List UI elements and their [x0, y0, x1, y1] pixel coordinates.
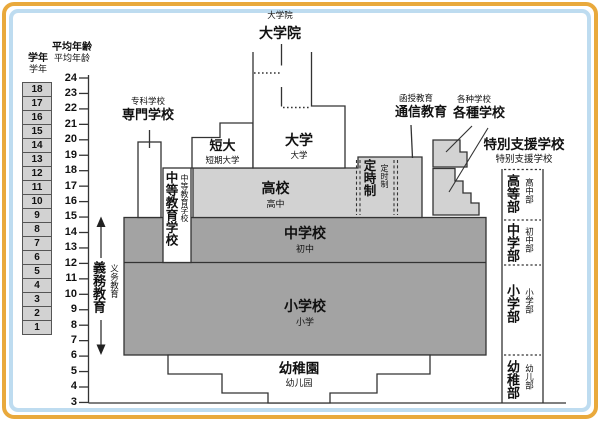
university-shape: [252, 52, 346, 169]
age-label: 13: [64, 241, 77, 254]
misc-school-upper-shape: [432, 139, 468, 168]
part-time-label-jp: 定時制: [361, 159, 376, 197]
age-label: 24: [64, 71, 77, 84]
kindergarten-label-jp: 幼稚園: [278, 361, 320, 376]
age-label: 15: [64, 210, 77, 223]
special-support-label-jp: 特別支援学校: [483, 137, 565, 152]
grade-box: 8: [22, 222, 52, 237]
grade-box: 3: [22, 292, 52, 307]
special-section-high-jp: 高等部: [505, 174, 520, 213]
grade-header-cn: 学年: [28, 64, 47, 74]
grade-box: 1: [22, 320, 52, 335]
elementary-label-jp: 小学校: [284, 298, 326, 314]
graduate-school-label-jp: 大学院: [259, 25, 301, 41]
misc-school-lower-shape: [432, 167, 480, 216]
grade-box: 13: [22, 152, 52, 167]
age-label: 17: [64, 179, 77, 192]
misc-schools-label-cn: 各种学校: [456, 94, 491, 104]
age-label: 3: [70, 395, 77, 408]
age-label: 4: [70, 380, 77, 393]
high-school-label-jp: 高校: [261, 180, 290, 196]
correspondence-pointer: [410, 124, 414, 159]
age-label: 14: [64, 225, 77, 238]
university-label-jp: 大学: [285, 132, 313, 148]
age-label: 6: [70, 349, 77, 362]
grade-box: 15: [22, 124, 52, 139]
age-label: 21: [64, 117, 77, 130]
correspondence-label-jp: 通信教育: [394, 104, 447, 119]
age-label: 16: [64, 195, 77, 207]
kindergarten-label-cn: 幼儿园: [285, 378, 313, 388]
high-school-band: [192, 156, 423, 219]
compulsory-arrow-up: [96, 216, 106, 227]
correspondence-label-cn: 函授教育: [398, 93, 433, 103]
junior-high-label-jp: 中学校: [284, 225, 326, 241]
special-support-label-cn: 特别支援学校: [495, 154, 553, 165]
grade-box: 10: [22, 194, 52, 209]
special-section-junior-jp: 中学部: [505, 223, 520, 262]
vocational-college-label-jp: 専門学校: [121, 107, 174, 122]
compulsory-label-cn: 义务教育: [109, 264, 120, 298]
grade-box: 5: [22, 264, 52, 279]
vocational-college-box: [137, 141, 162, 219]
secondary-school-label-cn: 中等教育学校: [180, 174, 189, 222]
age-label: 20: [64, 133, 77, 146]
grade-box: 9: [22, 208, 52, 223]
age-label: 8: [70, 318, 77, 331]
grade-box: 18: [22, 82, 52, 97]
special-section-kinder-jp: 幼稚部: [505, 360, 520, 399]
high-school-label-cn: 高中: [266, 199, 285, 209]
grade-box: 12: [22, 166, 52, 181]
graduate-school-label-cn: 大学院: [267, 10, 293, 20]
special-section-high-cn: 高中部: [524, 178, 535, 204]
grade-box: 7: [22, 236, 52, 251]
part-time-label-cn: 定时制: [380, 164, 389, 188]
grade-box: 6: [22, 250, 52, 265]
secondary-school-box: [162, 167, 192, 264]
compulsory-arrow-down: [96, 344, 106, 355]
age-label: 11: [65, 272, 77, 285]
special-section-elementary-cn: 小学部: [524, 288, 535, 314]
grade-box: 11: [22, 180, 52, 195]
age-label: 19: [64, 148, 77, 161]
grade-box: 4: [22, 278, 52, 293]
grade-box: 17: [22, 96, 52, 111]
junior-college-label-jp: 短大: [209, 138, 236, 153]
age-label: 12: [64, 256, 77, 269]
grade-header-jp: 学年: [28, 53, 48, 64]
age-label: 22: [64, 102, 77, 115]
age-label: 5: [70, 364, 77, 377]
vocational-college-label-cn: 专科学校: [130, 96, 165, 106]
grade-box: 16: [22, 110, 52, 125]
special-section-junior-cn: 初中部: [524, 227, 535, 253]
age-label: 23: [64, 86, 77, 99]
inner-frame: [9, 9, 591, 412]
age-axis-labels: 24 23 22 21 20 19 18 17 16 15 14 13 12 11 10 9 8 7 6 5 4 3: [50, 71, 77, 411]
university-label-cn: 大学: [290, 150, 308, 160]
age-axis-ticks: [79, 77, 89, 404]
misc-school-arrow-1: [445, 125, 473, 153]
age-header-cn: 平均年龄: [53, 53, 90, 63]
special-section-kinder-cn: 幼儿部: [524, 364, 535, 390]
junior-college-label-cn: 短期大学: [205, 155, 240, 165]
misc-schools-label-jp: 各種学校: [452, 105, 505, 120]
secondary-school-label-jp: 中等教育学校: [163, 171, 178, 246]
kindergarten-shape: [167, 354, 431, 404]
compulsory-label-jp: 義務教育: [91, 261, 106, 313]
elementary-label-cn: 小学: [295, 317, 314, 327]
age-label: 10: [64, 287, 77, 300]
junior-high-label-cn: 初中: [295, 244, 314, 254]
grade-box: 14: [22, 138, 52, 153]
misc-school-arrow-2: [448, 127, 489, 193]
age-header-jp: 平均年齢: [52, 42, 92, 53]
age-label: 7: [70, 333, 77, 346]
grade-box: 2: [22, 306, 52, 321]
special-section-elementary-jp: 小学部: [505, 284, 520, 323]
age-label: 18: [64, 164, 77, 177]
age-label: 9: [70, 303, 77, 316]
